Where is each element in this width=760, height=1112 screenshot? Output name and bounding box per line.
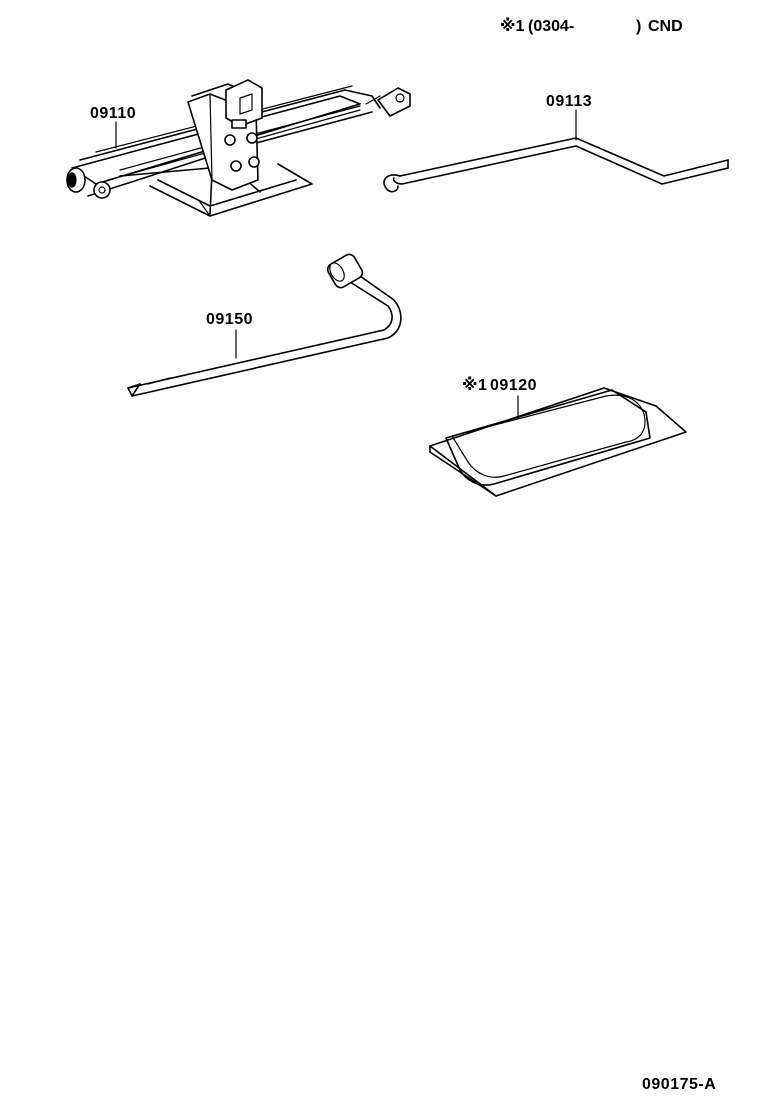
lug-wrench-drawing: [127, 253, 402, 397]
part-number-09113: 09113: [546, 93, 593, 110]
note-region-code: CND: [648, 18, 683, 35]
part-number-09150: 09150: [206, 311, 253, 328]
tool-bag-drawing: [429, 387, 687, 497]
figure-code: 090175-A: [642, 1076, 717, 1093]
scissor-jack-drawing: [66, 79, 411, 217]
note-date-range-end: ): [636, 18, 642, 35]
jack-handle-drawing: [383, 109, 729, 193]
part-number-09120: 09120: [490, 377, 537, 394]
note-date-range-start: (0304-: [528, 18, 575, 35]
note-marker: ※1: [500, 18, 525, 35]
part-marker-09120: ※1: [462, 377, 488, 394]
part-number-09110: 09110: [90, 105, 137, 122]
